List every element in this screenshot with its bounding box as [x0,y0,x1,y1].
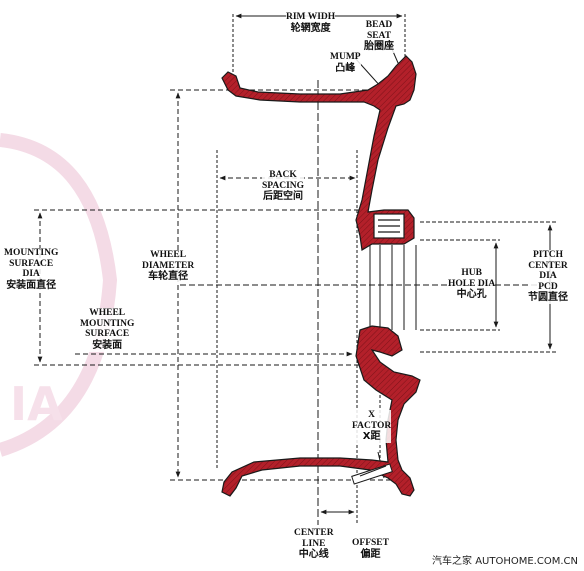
background-watermark-logo [0,133,118,457]
background-watermark-letters: IA [10,377,63,431]
hub-hole-dia-label: HUB HOLE DIA 中心孔 [448,268,496,301]
mump-label: MUMP 凸峰 [330,52,361,75]
pitch-center-dia-label: PITCH CENTER DIA PCD 节圆直径 [528,250,568,304]
offset-label: OFFSET 偏距 [352,538,389,561]
mounting-surface-dia-label: MOUNTING SURFACE DIA 安装面直径 [4,248,59,292]
wheel-mounting-surface-label: WHEEL MOUNTING SURFACE 安装面 [80,308,135,352]
x-factor-label: X FACTOR X距 [352,410,392,443]
watermark-text: 汽车之家 AUTOHOME.COM.CN [432,556,578,567]
back-spacing-label: BACK SPACING 后距空间 [262,170,305,203]
bead-seat-label: BEAD SEAT 胎圈座 [364,20,394,53]
valve-stem [351,463,393,485]
wheel-diameter-label: WHEEL DIAMETER 车轮直径 [142,250,195,283]
rim-width-label: RIM WIDH 轮辋宽度 [286,12,336,35]
rim-profile [221,55,421,497]
center-line-label: CENTER LINE 中心线 [294,528,334,561]
